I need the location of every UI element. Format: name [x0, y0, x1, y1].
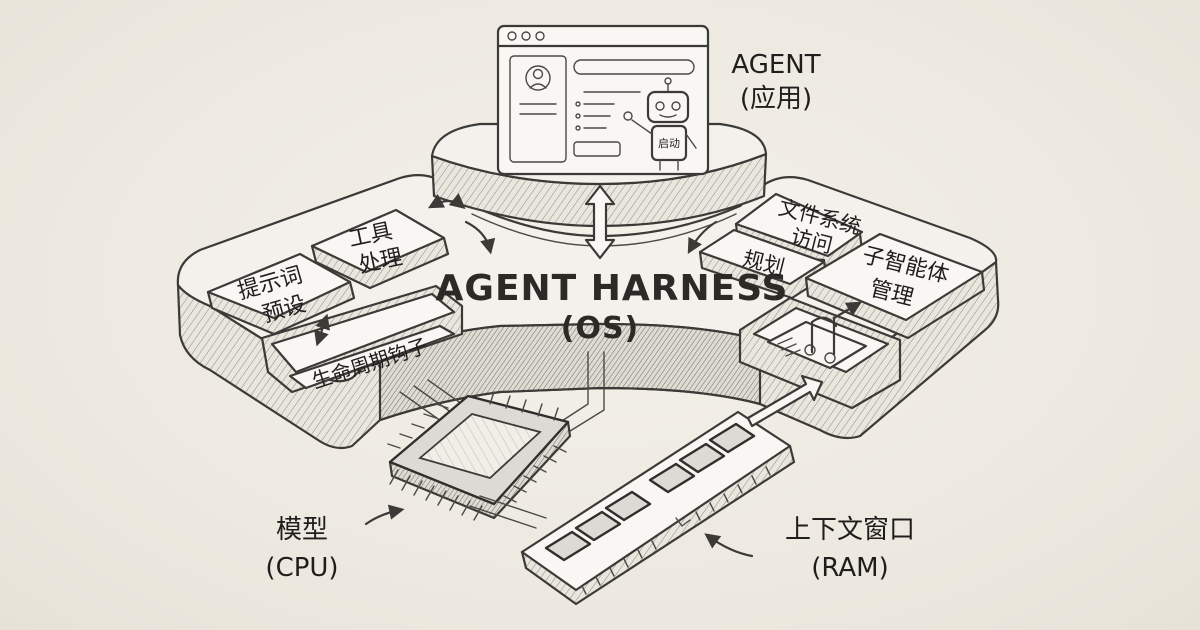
model-label: 模型: [276, 515, 328, 545]
socket-icon: [804, 344, 816, 356]
ram-chip: [544, 422, 756, 562]
window-control-icon[interactable]: [521, 31, 531, 41]
window-action-button[interactable]: [573, 141, 621, 157]
agent-sublabel: (应用): [740, 84, 812, 114]
avatar-icon: [525, 65, 551, 91]
lifecycle-hooks-module: [288, 324, 456, 390]
ram-module: [469, 374, 824, 606]
bullet-icon: [575, 113, 581, 119]
window-control-icon[interactable]: [535, 31, 545, 41]
planning-module: [698, 228, 828, 300]
left-tray: [260, 284, 464, 394]
agent-label: AGENT: [731, 50, 820, 80]
window-control-icon[interactable]: [507, 31, 517, 41]
harness-title: AGENT HARNESS: [436, 268, 789, 309]
tool-handling-module: [310, 208, 450, 290]
model-sublabel: (CPU): [265, 553, 338, 583]
agent-harness-link: [584, 184, 616, 260]
flow-arrows: [314, 193, 862, 356]
context-label: 上下文窗口: [785, 515, 915, 545]
robot-start-label[interactable]: 启动: [658, 137, 680, 150]
profile-card: [509, 55, 567, 163]
bullet-icon: [575, 101, 581, 107]
prompt-preset-module: [206, 252, 356, 336]
agent-app-window: 启动: [496, 24, 710, 176]
context-sublabel: (RAM): [811, 553, 889, 583]
filesystem-module: [734, 192, 864, 272]
cpu-chip: [364, 351, 605, 526]
bullet-icon: [575, 125, 581, 131]
search-input[interactable]: [573, 59, 695, 75]
robot-icon: [623, 77, 697, 171]
harness-arch-underside: [378, 322, 762, 422]
io-port: [766, 320, 868, 370]
harness-subtitle: (OS): [561, 311, 640, 346]
socket-icon: [824, 352, 836, 364]
subagent-module: [804, 232, 986, 340]
